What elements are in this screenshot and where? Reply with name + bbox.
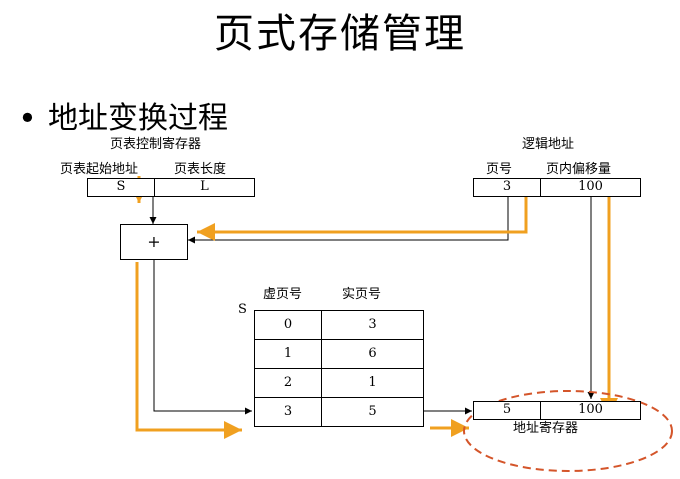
ptr-caption: 页表控制寄存器 — [110, 137, 202, 152]
orange-adder-to-table — [135, 262, 242, 439]
ptr-length-label: 页表长度 — [174, 162, 227, 177]
bullet-marker: • — [18, 99, 37, 137]
virtual-page-header: 虚页号 — [263, 287, 303, 302]
logical-address-caption: 逻辑地址 — [522, 137, 575, 152]
table-cell-real: 6 — [321, 339, 424, 369]
table-cell-real: 5 — [321, 397, 424, 427]
register-offset-cell: 100 — [540, 401, 641, 420]
adder-box: + — [120, 224, 188, 260]
address-register-caption: 地址寄存器 — [513, 421, 579, 436]
table-cell-virtual: 0 — [254, 310, 322, 340]
table-cell-virtual: 3 — [254, 397, 322, 427]
ptr-start-cell: S — [87, 178, 155, 197]
page-number-cell: 3 — [473, 178, 541, 197]
table-cell-virtual: 2 — [254, 368, 322, 398]
page-table-start-marker: S — [238, 302, 247, 317]
ptr-start-label: 页表起始地址 — [60, 162, 139, 177]
bullet-text: 地址变换过程 — [48, 101, 228, 136]
table-cell-real: 3 — [321, 310, 424, 340]
table-cell-real: 1 — [321, 368, 424, 398]
table-cell-virtual: 1 — [254, 339, 322, 369]
highlight-ellipse — [463, 390, 673, 472]
page-number-label: 页号 — [486, 162, 513, 177]
ptr-length-cell: L — [154, 178, 255, 197]
register-frame-cell: 5 — [473, 401, 541, 420]
orange-page-to-adder — [197, 196, 528, 241]
page-offset-cell: 100 — [540, 178, 641, 197]
page-title: 页式存储管理 — [214, 11, 466, 57]
adder-to-table-line — [153, 259, 252, 415]
page-offset-label: 页内偏移量 — [546, 162, 612, 177]
page-to-adder-line — [188, 196, 509, 244]
real-page-header: 实页号 — [342, 287, 382, 302]
